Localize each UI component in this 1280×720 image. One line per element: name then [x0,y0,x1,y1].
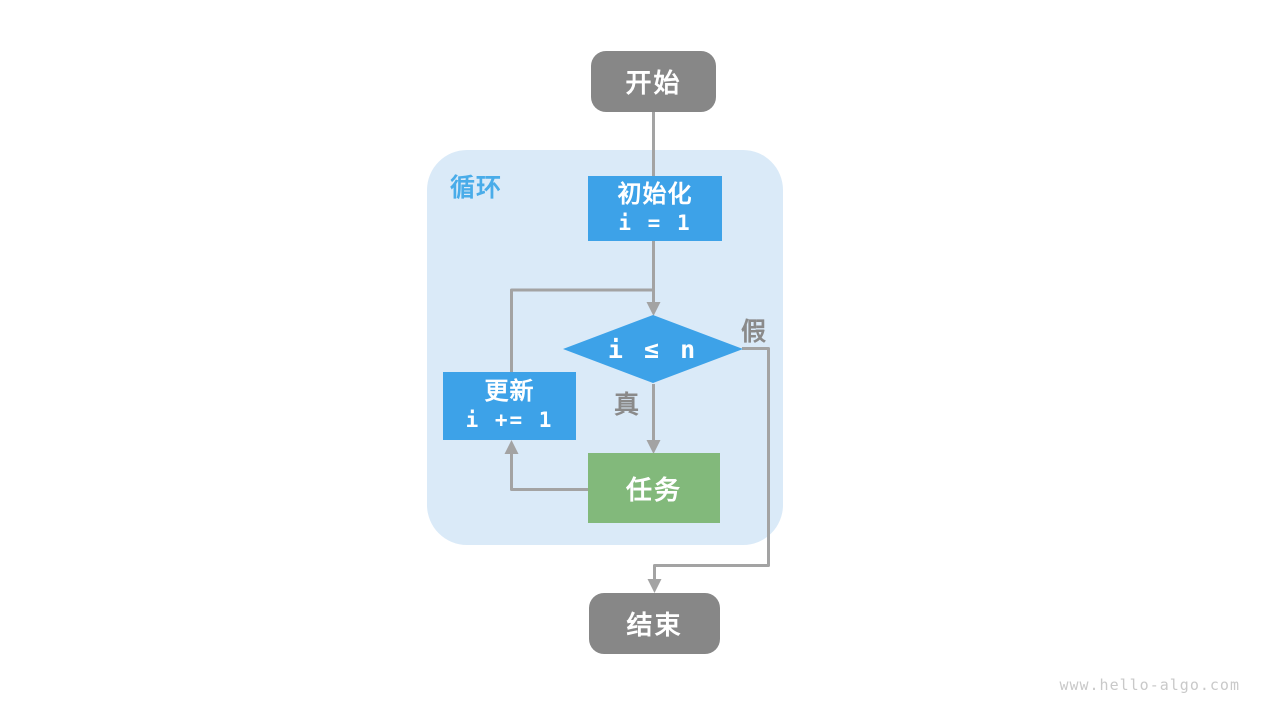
node-condition-label: i ≤ n [607,334,699,364]
arrowhead-into-end [647,579,662,593]
branch-label-true: 真 [614,391,640,419]
node-initialize: 初始化 i = 1 [588,176,722,241]
node-update-label: 更新 [484,378,535,406]
node-update-code: i += 1 [465,408,554,433]
branch-label-false: 假 [741,318,767,346]
node-end-label: 结束 [626,610,683,640]
node-task: 任务 [588,453,720,523]
node-start: 开始 [591,51,716,112]
node-task-label: 任务 [625,474,682,505]
node-update: 更新 i += 1 [443,372,576,440]
node-initialize-label: 初始化 [617,180,693,208]
node-start-label: 开始 [625,68,682,98]
node-end: 结束 [589,593,720,654]
site-watermark: www.hello-algo.com [1059,676,1240,694]
node-initialize-code: i = 1 [618,210,692,235]
loop-group-label: 循环 [450,174,503,202]
